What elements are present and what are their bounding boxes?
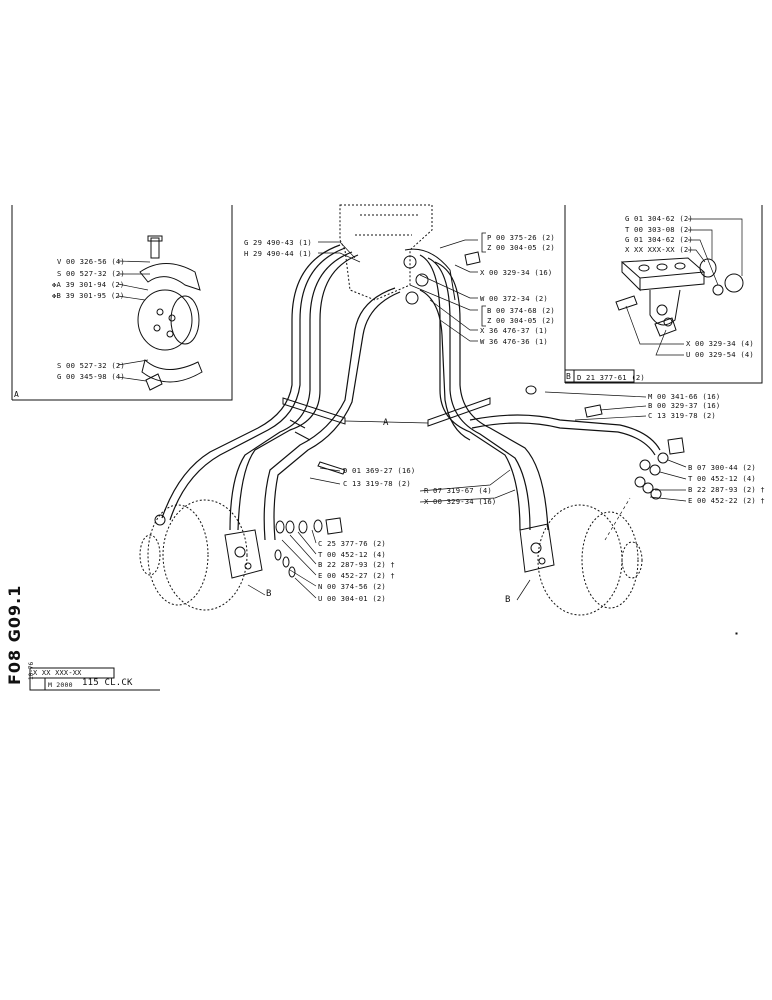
main-label-ur-4: W 00 372-34 (2) — [480, 294, 548, 303]
model-name: 115 CL.CK — [82, 678, 133, 688]
inset-b-label-1: G 01 304-62 (2) — [625, 214, 693, 223]
clamp-right — [427, 397, 491, 427]
main-label-ur-8: W 36 476-36 (1) — [480, 337, 548, 346]
inset-b-frame — [564, 205, 763, 384]
title-part-box — [29, 667, 115, 679]
inset-a-label-4: ✤B 39 301-95 (2) — [52, 291, 125, 300]
inset-a-assembly — [137, 235, 203, 391]
callout-b-right: B — [505, 595, 511, 605]
main-label-r-4: B 07 300-44 (2) — [688, 463, 756, 472]
main-label-cl-1: D 01 369-27 (16) — [343, 466, 416, 475]
clamp-left — [282, 397, 346, 425]
part-ref: X XX XXX-XX — [33, 669, 82, 677]
inset-a-corner-label: A — [14, 390, 20, 399]
title-model-line — [29, 678, 160, 691]
callout-b-left: B — [266, 589, 272, 599]
manifold-block — [404, 248, 456, 301]
callout-a-line — [344, 420, 429, 424]
main-label-ul-1: G 29 490-43 (1) — [244, 238, 312, 247]
inset-a-frame — [11, 205, 233, 401]
main-label-ll-2: T 00 452-12 (4) — [318, 550, 386, 559]
left-fittings — [154, 419, 346, 578]
main-label-ur-7: X 36 476-37 (1) — [480, 326, 548, 335]
model-prefix: M 2000 — [48, 681, 73, 689]
main-label-ll-4: E 00 452-27 (2) † — [318, 571, 395, 580]
main-label-r-5: T 00 452-12 (4) — [688, 474, 756, 483]
inset-b-label-3: G 01 304-62 (2) — [625, 235, 693, 244]
inset-b-corner-label: B — [566, 372, 572, 381]
inset-b-label-5: X 00 329-34 (4) — [686, 339, 754, 348]
right-hose-bundle — [419, 254, 661, 531]
main-label-cl-2: C 13 319-78 (2) — [343, 479, 411, 488]
inset-b-label-4: X XX XXX-XX (2) — [625, 245, 693, 254]
inset-b-label-6: U 00 329-54 (4) — [686, 350, 754, 359]
main-label-ll-1: C 25 377-76 (2) — [318, 539, 386, 548]
main-label-ur-2: Z 00 304-05 (2) — [487, 243, 555, 252]
inset-b-label-2: T 00 303-08 (2) — [625, 225, 693, 234]
main-leaders — [247, 239, 687, 601]
main-label-r-7: E 00 452-22 (2) † — [688, 496, 765, 505]
main-label-r-2: B 00 329-37 (16) — [648, 401, 721, 410]
right-wheel-outline — [537, 504, 643, 616]
main-label-ur-6: Z 00 304-05 (2) — [487, 316, 555, 325]
main-label-ll-6: U 00 304-01 (2) — [318, 594, 386, 603]
main-label-ur-1: P 00 375-26 (2) — [487, 233, 555, 242]
inset-a-label-1: V 00 326-56 (4) — [57, 257, 125, 266]
inset-a-label-5: S 00 527-32 (2) — [57, 361, 125, 370]
right-fittings — [464, 251, 685, 500]
main-label-cr-1: R 07 319-67 (4) — [424, 486, 492, 495]
inset-b-leaders — [625, 218, 743, 356]
inset-a-leaders — [117, 260, 151, 382]
left-wheel-outline — [139, 499, 248, 611]
sheet-code: F08 G09.1 — [5, 584, 24, 685]
main-label-ur-3: X 00 329-34 (16) — [480, 268, 553, 277]
main-label-r-1: M 00 341-66 (16) — [648, 392, 721, 401]
inset-a-label-2: S 00 527-32 (2) — [57, 269, 125, 278]
motor-block-left — [224, 529, 263, 579]
inset-b-assembly — [615, 257, 744, 337]
inset-b-ref: D 21 377-61 (2) — [577, 373, 645, 382]
main-label-ur-5: B 00 374-68 (2) — [487, 306, 555, 315]
main-label-ul-2: H 29 490-44 (1) — [244, 249, 312, 258]
callout-a: A — [383, 418, 389, 428]
main-label-cr-2: X 00 329-34 (16) — [424, 497, 497, 506]
main-label-ll-5: N 00 374-56 (2) — [318, 582, 386, 591]
main-label-ll-3: B 22 287-93 (2) † — [318, 560, 395, 569]
main-label-r-6: B 22 287-93 (2) † — [688, 485, 765, 494]
motor-block-right — [519, 523, 555, 573]
housing-outline — [339, 204, 433, 301]
left-hose-bundle — [161, 244, 401, 541]
inset-a-label-6: G 00 345-98 (4) — [57, 372, 125, 381]
bracket-marks — [481, 232, 486, 327]
main-label-r-3: C 13 319-78 (2) — [648, 411, 716, 420]
inset-a-label-3: ✤A 39 301-94 (2) — [52, 280, 125, 289]
